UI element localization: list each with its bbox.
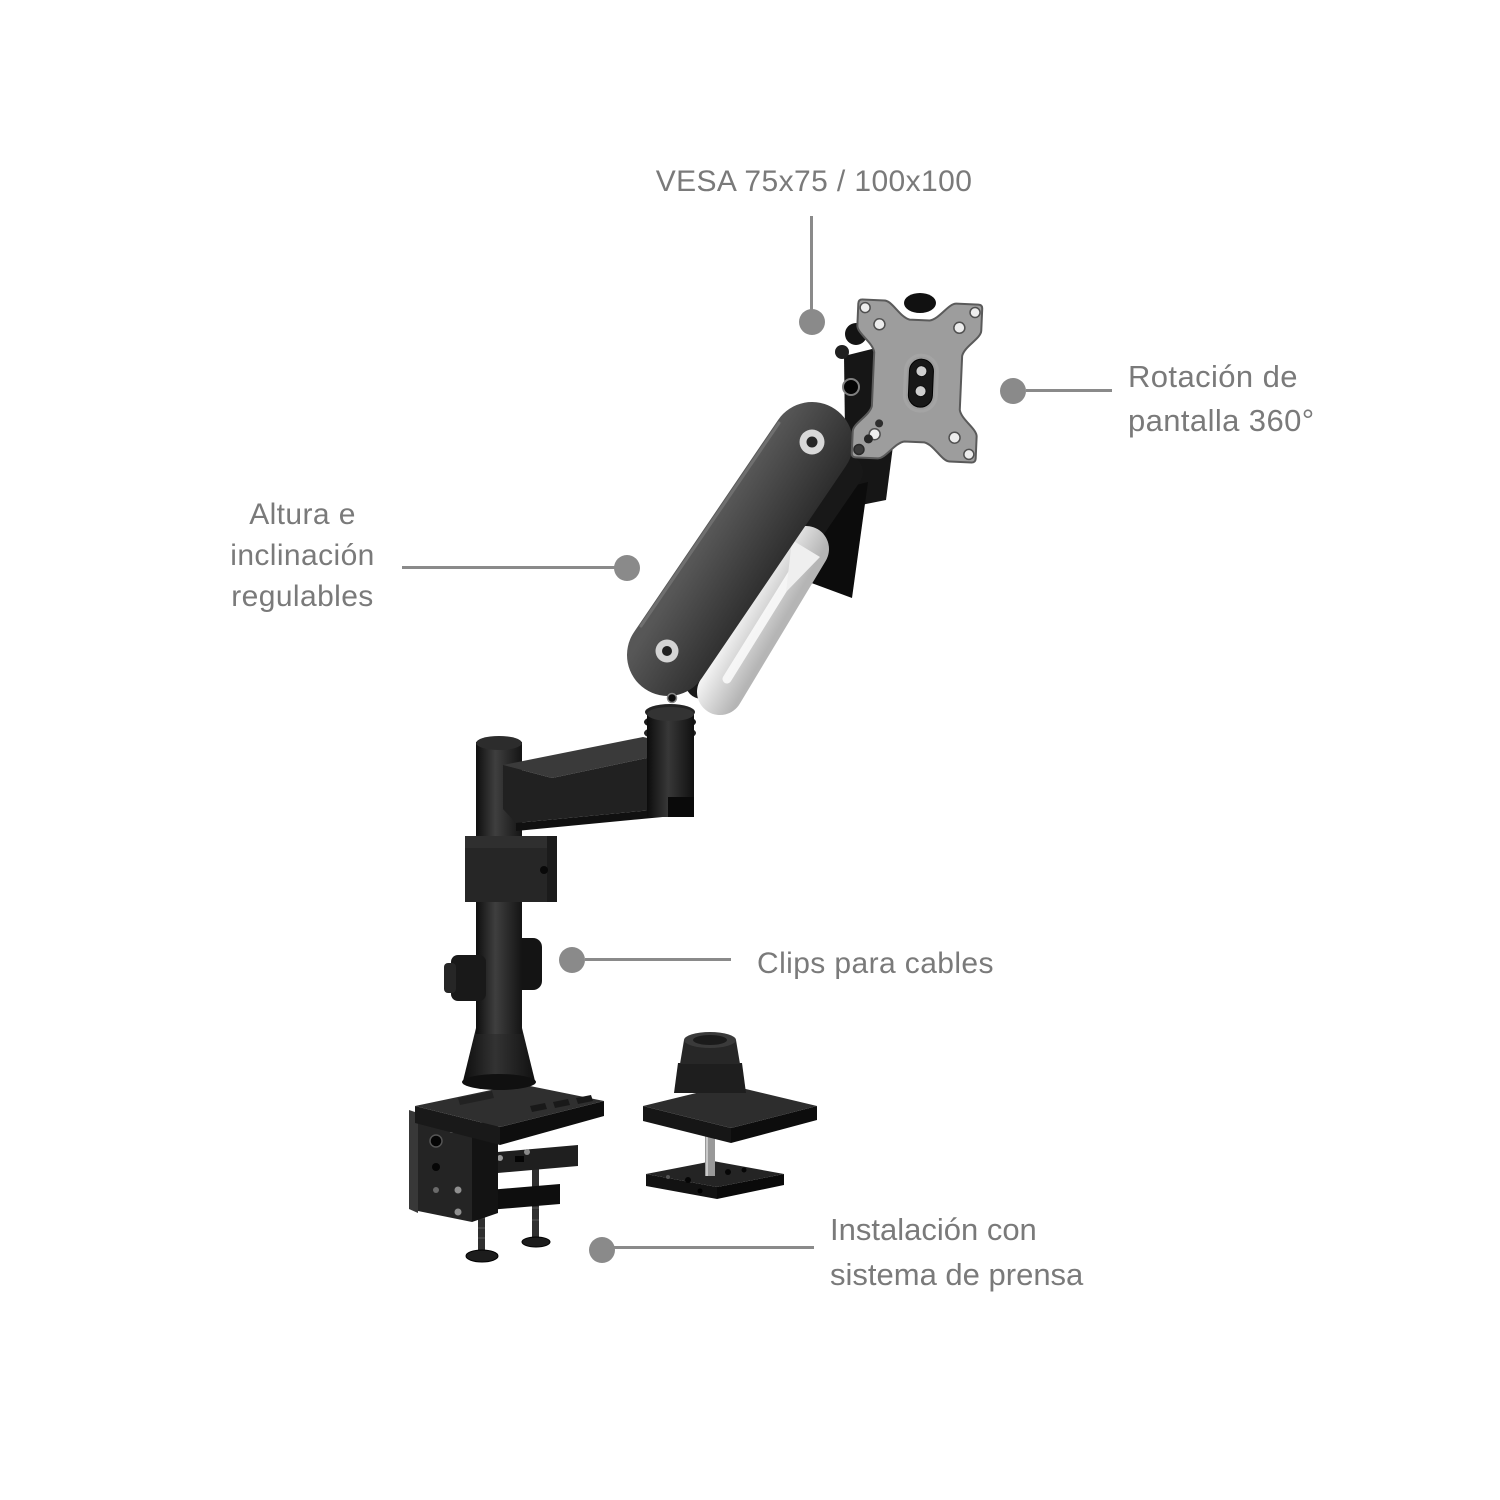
callout-line-cable-clips: [585, 958, 731, 961]
callout-dot-cable-clips: [559, 947, 585, 973]
desk-clamp: [409, 1084, 604, 1263]
label-line: inclinación: [230, 539, 375, 572]
pole-collar: [465, 836, 557, 902]
callout-dot-clamp-install: [589, 1237, 615, 1263]
callout-label-height-tilt: Altura e inclinación regulables: [150, 494, 455, 617]
callout-line-clamp-install: [614, 1246, 814, 1249]
callout-line-vesa: [810, 216, 813, 310]
label-line: VESA 75x75 / 100x100: [655, 165, 973, 198]
callout-label-vesa: VESA 75x75 / 100x100: [564, 161, 1064, 202]
label-line: sistema de prensa: [830, 1257, 1084, 1292]
cable-clip: [444, 955, 486, 1001]
callout-dot-height-tilt: [614, 555, 640, 581]
label-line: Clips para cables: [757, 947, 994, 980]
label-line: Instalación con: [830, 1212, 1037, 1247]
lower-link: [503, 737, 694, 831]
label-line: Rotación de: [1128, 359, 1298, 394]
elbow-joint: [644, 704, 696, 817]
callout-dot-vesa: [799, 309, 825, 335]
callout-label-rotation: Rotación de pantalla 360°: [1128, 355, 1315, 443]
pole: [444, 736, 557, 1090]
label-line: pantalla 360°: [1128, 403, 1315, 438]
gas-spring-arm: [627, 402, 863, 715]
vesa-plate: [850, 298, 984, 464]
callout-label-clamp-install: Instalación con sistema de prensa: [830, 1207, 1083, 1297]
callout-label-cable-clips: Clips para cables: [757, 943, 994, 984]
grommet-mount: [643, 1032, 817, 1199]
label-line: regulables: [231, 580, 374, 613]
callout-line-rotation: [1026, 389, 1112, 392]
callout-dot-rotation: [1000, 378, 1026, 404]
callout-line-height-tilt: [402, 566, 615, 569]
label-line: Altura e: [249, 498, 356, 531]
